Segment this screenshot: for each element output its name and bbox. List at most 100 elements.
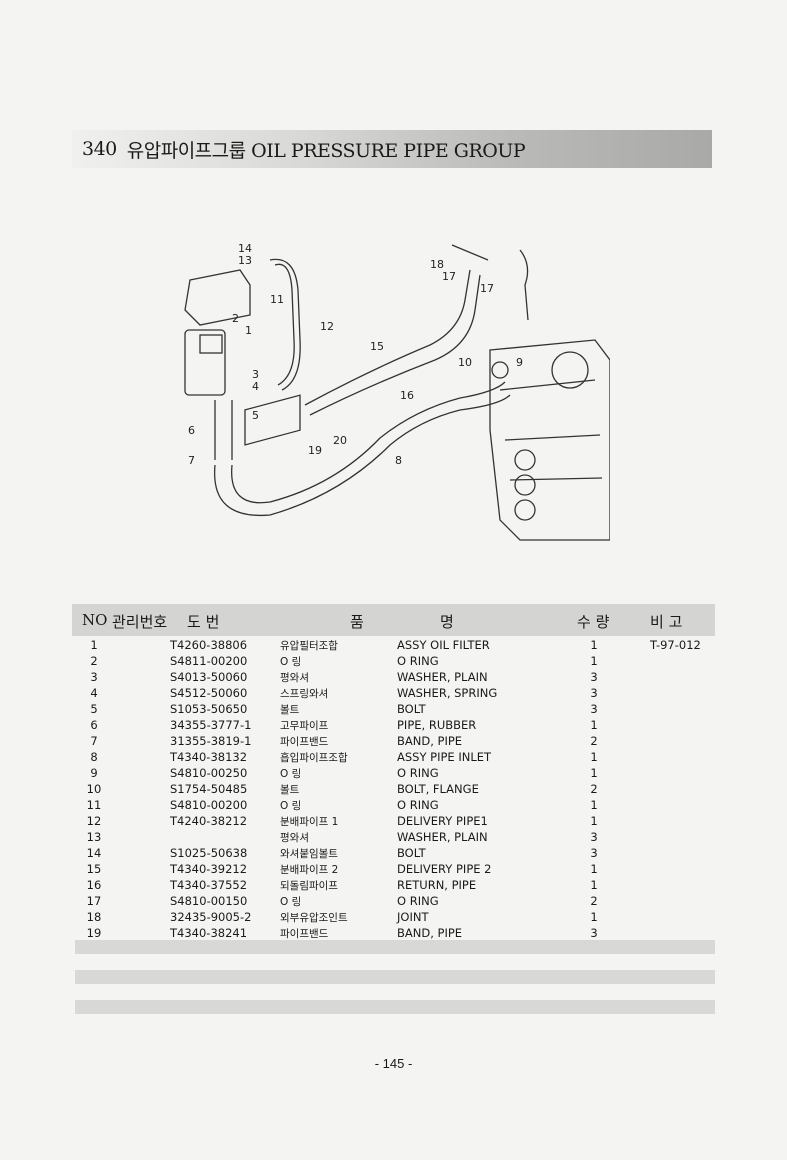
english-name: JOINT xyxy=(397,910,429,924)
korean-name: 유압필터조합 xyxy=(280,640,338,652)
english-name: O RING xyxy=(397,766,439,780)
page-number: - 145 - xyxy=(374,1056,413,1071)
quantity: 3 xyxy=(590,926,598,940)
filter-shape xyxy=(184,329,226,396)
korean-name: 고무파이프 xyxy=(280,720,329,732)
part-number: 34355-3777-1 xyxy=(170,718,252,732)
english-name: O RING xyxy=(397,894,439,908)
section-title: 유압파이프그룹 OIL PRESSURE PIPE GROUP xyxy=(126,139,526,162)
part-number: T4340-38132 xyxy=(170,750,248,764)
english-name: DELIVERY PIPE 2 xyxy=(397,862,492,876)
english-name: BOLT xyxy=(397,846,426,860)
part-number: T4340-38241 xyxy=(170,926,248,940)
korean-name: 볼트 xyxy=(280,704,300,716)
part-number: 32435-9005-2 xyxy=(170,910,252,924)
quantity: 1 xyxy=(590,654,598,668)
quantity: 1 xyxy=(590,910,598,924)
row-no: 1 xyxy=(90,638,98,652)
english-name: ASSY PIPE INLET xyxy=(397,750,492,764)
korean-name: 흡입파이프조합 xyxy=(280,752,348,764)
row-no: 7 xyxy=(90,734,98,748)
header-drawing-no: 도 번 xyxy=(187,613,220,631)
svg-text:6: 6 xyxy=(188,424,195,437)
quantity: 1 xyxy=(590,862,598,876)
quantity: 2 xyxy=(590,782,598,796)
row-no: 2 xyxy=(90,654,98,668)
part-number: S4810-00250 xyxy=(170,766,248,780)
quantity: 1 xyxy=(590,878,598,892)
part-number: S4811-00200 xyxy=(170,654,248,668)
table-stripe xyxy=(75,1000,715,1014)
korean-name: O 링 xyxy=(280,800,302,812)
svg-text:11: 11 xyxy=(270,293,284,306)
quantity: 1 xyxy=(590,718,598,732)
part-number: S4512-50060 xyxy=(170,686,248,700)
header-no: NO xyxy=(82,611,108,629)
svg-text:18: 18 xyxy=(430,258,444,271)
part-number: 31355-3819-1 xyxy=(170,734,252,748)
quantity: 1 xyxy=(590,638,598,652)
english-name: WASHER, SPRING xyxy=(397,686,498,700)
english-name: BAND, PIPE xyxy=(397,734,463,748)
english-name: BOLT, FLANGE xyxy=(397,782,479,796)
english-name: RETURN, PIPE xyxy=(397,878,477,892)
part-number: S1053-50650 xyxy=(170,702,248,716)
korean-name: 분배파이프 1 xyxy=(280,816,339,828)
row-no: 14 xyxy=(86,846,102,860)
quantity: 1 xyxy=(590,766,598,780)
row-no: 19 xyxy=(86,926,102,940)
english-name: O RING xyxy=(397,798,439,812)
english-name: BOLT xyxy=(397,702,426,716)
svg-text:3: 3 xyxy=(252,368,259,381)
english-name: DELIVERY PIPE1 xyxy=(397,814,488,828)
header-name-2: 명 xyxy=(440,613,454,631)
quantity: 3 xyxy=(590,686,598,700)
engine-block-shape xyxy=(489,339,610,541)
row-no: 6 xyxy=(90,718,98,732)
korean-name: 평와셔 xyxy=(280,672,309,684)
korean-name: 파이프밴드 xyxy=(280,928,329,940)
row-no: 17 xyxy=(86,894,102,908)
svg-text:7: 7 xyxy=(188,454,195,467)
svg-text:4: 4 xyxy=(252,380,259,393)
korean-name: O 링 xyxy=(280,656,302,668)
row-no: 5 xyxy=(90,702,98,716)
svg-text:13: 13 xyxy=(238,254,252,267)
row-no: 15 xyxy=(86,862,102,876)
part-number: S4810-00200 xyxy=(170,798,248,812)
header-qty: 수 량 xyxy=(577,613,610,631)
svg-text:2: 2 xyxy=(232,312,239,325)
svg-text:1: 1 xyxy=(245,324,252,337)
quantity: 3 xyxy=(590,830,598,844)
row-no: 4 xyxy=(90,686,98,700)
row-no: 9 xyxy=(90,766,98,780)
table-row: 19 T4340-38241 파이프밴드 BAND, PIPE 3 xyxy=(72,925,715,941)
korean-name: O 링 xyxy=(280,896,302,908)
korean-name: 되돌림파이프 xyxy=(280,880,338,892)
row-no: 10 xyxy=(86,782,102,796)
row-no: 11 xyxy=(86,798,102,812)
table-stripe xyxy=(75,940,715,954)
english-name: WASHER, PLAIN xyxy=(397,830,488,844)
english-name: BAND, PIPE xyxy=(397,926,463,940)
row-no: 13 xyxy=(86,830,102,844)
quantity: 1 xyxy=(590,814,598,828)
quantity: 3 xyxy=(590,846,598,860)
korean-name: 와셔붙임볼트 xyxy=(280,848,338,860)
svg-text:20: 20 xyxy=(333,434,347,447)
svg-text:17: 17 xyxy=(480,282,494,295)
